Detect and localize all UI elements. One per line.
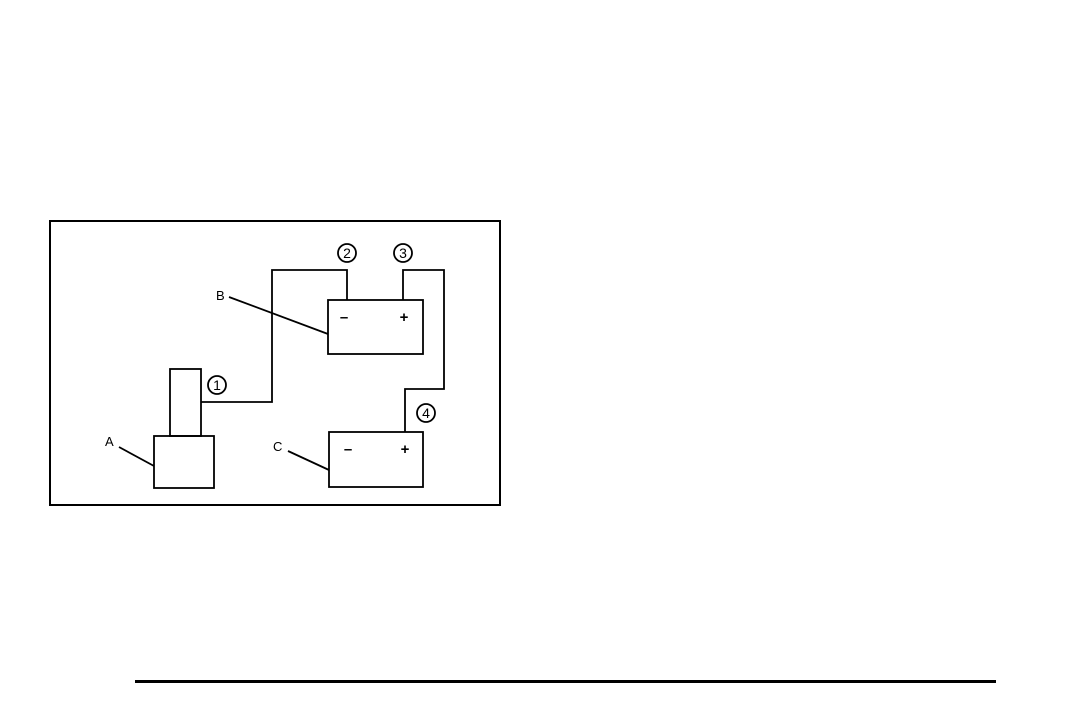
leader-a [119, 447, 154, 466]
leader-c [288, 451, 329, 470]
callout-4: 4 [422, 405, 430, 421]
label-c: C [273, 439, 282, 454]
battery-c-positive-terminal: + [401, 441, 410, 458]
component-a-body [154, 436, 214, 488]
jump-start-diagram: A B C – + – + 2 3 1 4 [49, 220, 501, 506]
leader-b [229, 297, 328, 334]
callout-3: 3 [399, 245, 407, 261]
battery-c-negative-terminal: – [344, 441, 352, 458]
label-b: B [216, 288, 225, 303]
callout-1: 1 [213, 377, 221, 393]
page-footer-rule [135, 680, 996, 683]
battery-b-negative-terminal: – [340, 309, 348, 326]
label-a: A [105, 434, 114, 449]
battery-b-positive-terminal: + [400, 309, 409, 326]
callout-2: 2 [343, 245, 351, 261]
diagram-canvas: A B C – + – + 2 3 1 4 [51, 222, 499, 504]
component-a-post [170, 369, 201, 436]
